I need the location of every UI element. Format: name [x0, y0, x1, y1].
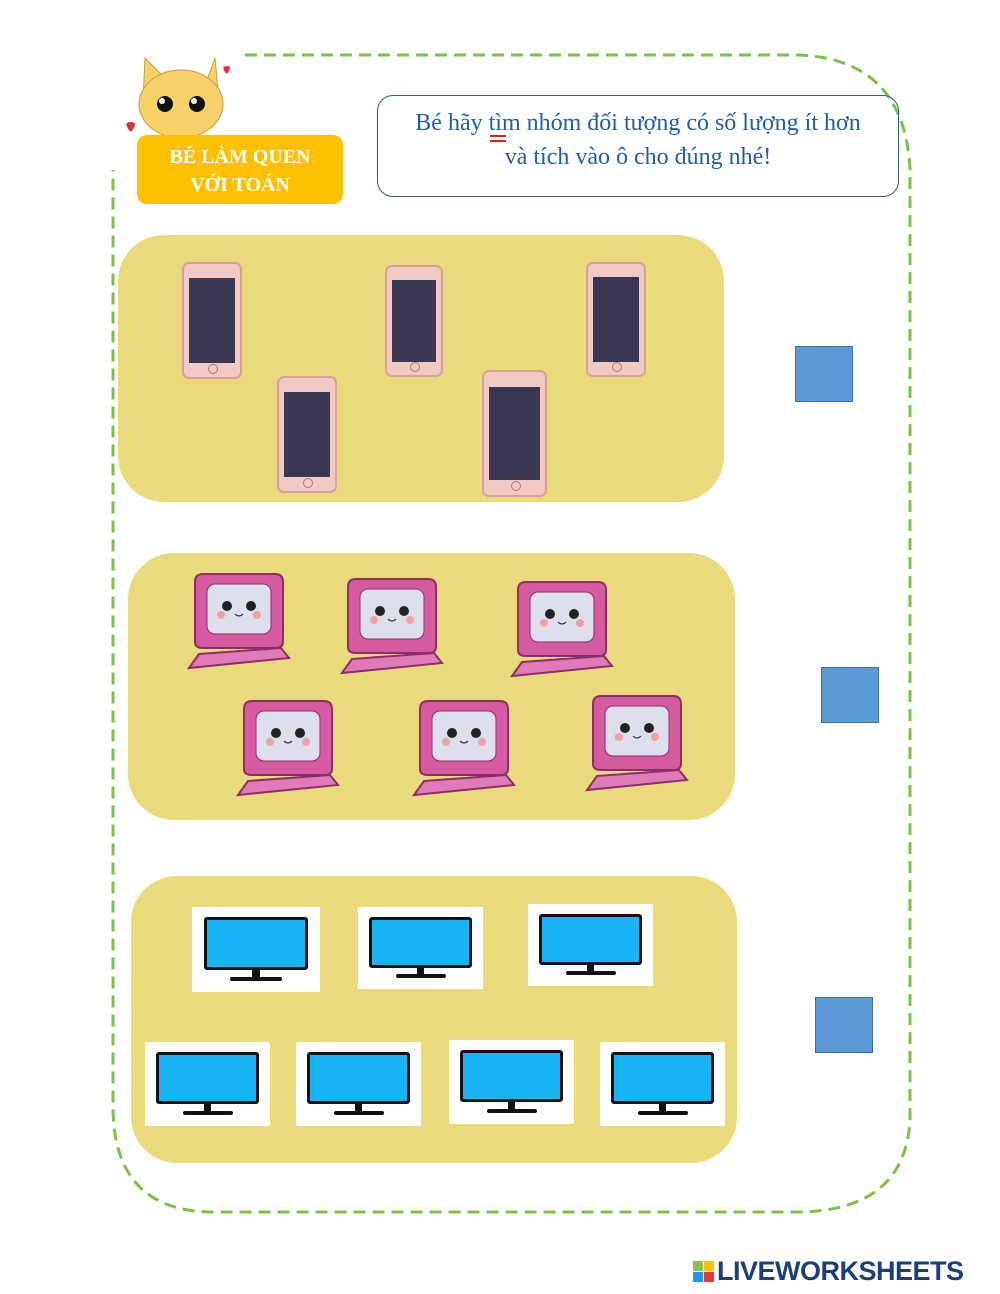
laptop-group-checkbox[interactable] — [821, 667, 879, 723]
laptop-icon — [235, 700, 340, 797]
red-mark — [490, 135, 506, 142]
monitor-group-checkbox[interactable] — [815, 997, 873, 1053]
badge-line-1: BÉ LÀM QUEN — [169, 146, 311, 168]
monitor-icon — [145, 1042, 270, 1126]
phone-icon — [482, 370, 547, 497]
monitor-icon — [449, 1040, 574, 1124]
cat-mascot-icon — [126, 56, 230, 139]
phone-icon — [182, 262, 242, 379]
monitor-icon — [192, 907, 320, 992]
laptop-icon — [186, 573, 291, 670]
phone-icon — [277, 376, 337, 493]
phone-icon — [586, 262, 646, 377]
instruction-line-2: và tích vào ô cho đúng nhé! — [504, 144, 772, 170]
badge-line-2: VỚI TOÁN — [190, 174, 290, 196]
instruction-box: Bé hãy tìm nhóm đối tượng có số lượng ít… — [377, 95, 899, 197]
liveworksheets-logo: LIVEWORKSHEETS — [693, 1256, 964, 1287]
monitor-icon — [528, 904, 653, 986]
logo-text: LIVEWORKSHEETS — [717, 1256, 964, 1286]
monitor-icon — [600, 1042, 725, 1126]
phone-icon — [385, 265, 443, 377]
topic-badge: BÉ LÀM QUEN VỚI TOÁN — [137, 135, 343, 204]
laptop-icon — [509, 581, 614, 678]
laptop-icon — [584, 695, 689, 792]
laptop-icon — [339, 578, 444, 675]
monitor-icon — [358, 907, 483, 989]
phone-group-checkbox[interactable] — [795, 346, 853, 402]
laptop-icon — [411, 700, 516, 797]
live-logo-mark-icon — [693, 1261, 714, 1282]
instruction-line-1: Bé hãy tìm nhóm đối tượng có số lượng ít… — [415, 110, 861, 136]
monitor-icon — [296, 1042, 421, 1126]
